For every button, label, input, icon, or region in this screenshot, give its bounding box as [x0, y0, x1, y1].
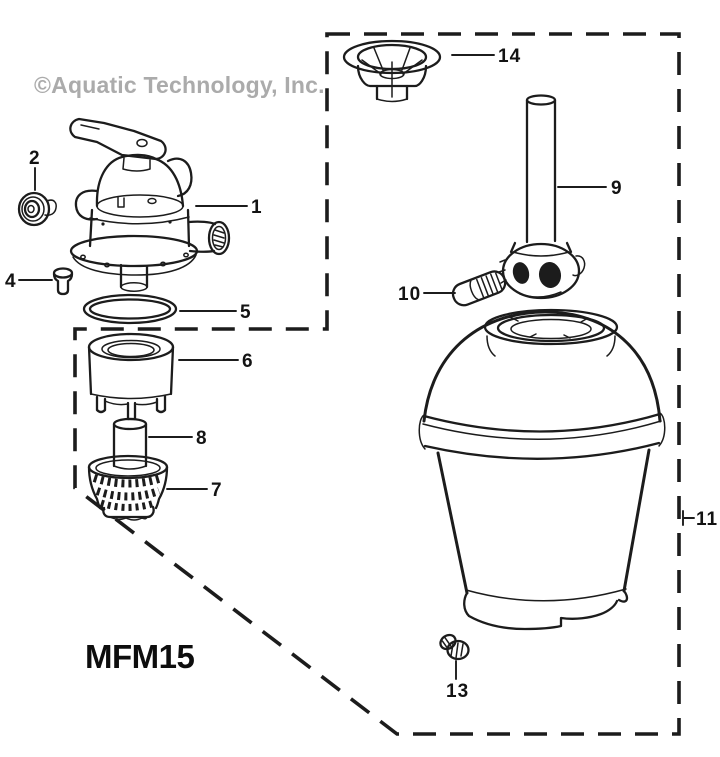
callout-13: 13	[446, 660, 469, 702]
part-number-14: 14	[498, 46, 521, 67]
part-drawing-multiport-valve	[69, 117, 231, 292]
callout-10: 10	[398, 284, 456, 305]
watermark-text: ©Aquatic Technology, Inc.	[34, 72, 325, 98]
callout-7: 7	[166, 480, 223, 501]
part-drawing-standpipe	[498, 94, 586, 300]
callout-11: 11	[682, 509, 718, 530]
callout-9: 9	[557, 178, 623, 199]
part-number-2: 2	[29, 148, 41, 169]
part-number-1: 1	[251, 197, 263, 218]
valve-bottom-pipe	[119, 263, 149, 292]
leader-line-11	[682, 510, 695, 526]
callout-5: 5	[179, 302, 252, 323]
part-drawing-top-flange	[342, 39, 442, 103]
lateral-hub	[498, 241, 586, 300]
valve-handle	[69, 117, 167, 172]
part-number-6: 6	[242, 351, 254, 372]
part-drawing-strainer-basket	[87, 454, 169, 521]
callout-6: 6	[178, 351, 254, 372]
part-number-10: 10	[398, 284, 421, 305]
part-number-13: 13	[446, 681, 469, 702]
part-number-8: 8	[196, 428, 208, 449]
part-drawing-lateral	[451, 270, 507, 307]
system-boundary-dashed-outline	[73, 32, 681, 736]
callout-2: 2	[29, 148, 41, 191]
callout-1: 1	[195, 197, 263, 218]
part-drawing-pipe-stub	[112, 417, 148, 470]
model-number-label: MFM15	[85, 638, 194, 675]
part-number-7: 7	[211, 480, 223, 501]
part-number-9: 9	[611, 178, 623, 199]
part-number-4: 4	[5, 271, 17, 292]
part-drawing-drain-plug	[439, 633, 470, 661]
callout-14: 14	[451, 46, 521, 67]
part-number-11: 11	[696, 509, 718, 530]
callout-8: 8	[148, 428, 208, 449]
valve-top-cover	[74, 153, 193, 221]
part-drawing-o-ring	[82, 293, 178, 325]
valve-threaded-port	[187, 220, 231, 256]
part-drawing-sight-glass	[17, 191, 57, 227]
tank-band	[418, 412, 666, 460]
part-drawing-diffuser	[87, 332, 175, 421]
part-drawing-filter-tank	[418, 308, 666, 631]
callout-4: 4	[5, 271, 53, 292]
part-drawing-screw	[52, 267, 74, 296]
tank-collar	[483, 308, 619, 346]
tank-base	[463, 588, 629, 631]
part-number-5: 5	[240, 302, 252, 323]
